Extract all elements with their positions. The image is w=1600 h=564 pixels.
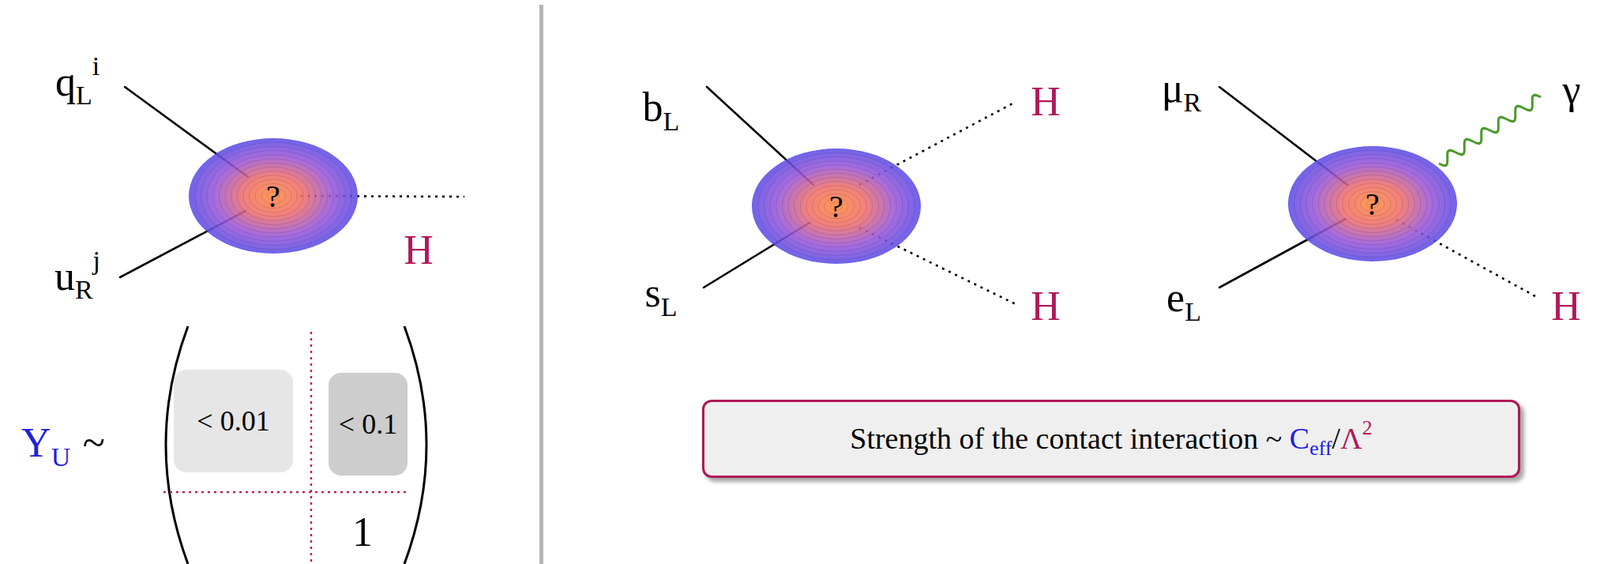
higgs-label-group: H — [1030, 285, 1061, 327]
photon-label: γ — [1562, 67, 1582, 113]
note-text: Strength of the contact interaction ~ Ce… — [849, 416, 1372, 461]
higgs-label: H — [1030, 78, 1061, 124]
panel-divider — [539, 4, 544, 564]
matrix-name: U — [51, 441, 72, 471]
note-text-part: / — [1332, 421, 1341, 455]
vertex-mark: ? — [1365, 185, 1380, 223]
matrix-cell: < 0.01 — [173, 369, 293, 473]
matrix-entry-group: 1 — [352, 511, 373, 553]
vertex-mark: ? — [266, 177, 281, 215]
matrix-divider — [163, 491, 407, 493]
blob-vertex: ? — [751, 148, 921, 264]
matrix-cell: < 0.1 — [328, 372, 408, 476]
particle-label: L — [1184, 296, 1202, 326]
matrix-bracket — [404, 326, 427, 564]
higgs-label: H — [1030, 283, 1061, 329]
particle-label-group: bL — [642, 86, 680, 136]
higgs-label: H — [403, 227, 434, 273]
photon-label-group: γ — [1562, 69, 1582, 111]
higgs-label-group: H — [1030, 81, 1061, 123]
matrix-name: Y — [21, 420, 52, 466]
particle-label-group: μR — [1161, 67, 1202, 117]
particle-label: q — [55, 59, 76, 105]
matrix-name-group: YU ~ — [21, 422, 106, 471]
particle-label-group: sL — [644, 272, 677, 321]
matrix-entry: < 0.01 — [196, 404, 270, 438]
particle-label: R — [1183, 86, 1202, 117]
particle-label: s — [644, 270, 661, 316]
note-text-part: 2 — [1362, 416, 1373, 440]
blob-vertex: ? — [1288, 146, 1458, 262]
particle-label-group: uRj — [54, 247, 101, 304]
matrix-name: ~ — [82, 420, 106, 466]
matrix-entry: < 0.1 — [338, 407, 398, 441]
particle-label: L — [663, 105, 680, 136]
photon-line — [1438, 94, 1541, 166]
particle-label: e — [1166, 274, 1185, 320]
note-text-part: C — [1289, 421, 1310, 455]
blob-vertex: ? — [188, 138, 358, 254]
particle-label: b — [642, 84, 664, 130]
particle-label-group: qLi — [55, 52, 100, 109]
note-text-part: eff — [1309, 436, 1332, 460]
matrix-divider — [310, 331, 312, 564]
note-text-part: Λ — [1340, 421, 1363, 455]
note-text-part: Strength of the contact interaction ~ — [849, 421, 1282, 455]
higgs-label: H — [1551, 283, 1582, 329]
particle-label: i — [92, 51, 100, 81]
note-box: Strength of the contact interaction ~ Ce… — [702, 399, 1521, 478]
higgs-label-group: H — [1551, 285, 1582, 327]
vertex-mark: ? — [829, 187, 844, 226]
particle-label: j — [93, 245, 101, 275]
particle-label: L — [661, 291, 678, 321]
higgs-label-group: H — [403, 229, 434, 271]
particle-label: μ — [1161, 65, 1184, 111]
particle-label: u — [54, 253, 76, 299]
particle-label-group: eL — [1166, 277, 1202, 326]
matrix-entry: 1 — [352, 509, 373, 555]
particle-label: R — [75, 275, 94, 305]
particle-label: L — [75, 81, 93, 111]
